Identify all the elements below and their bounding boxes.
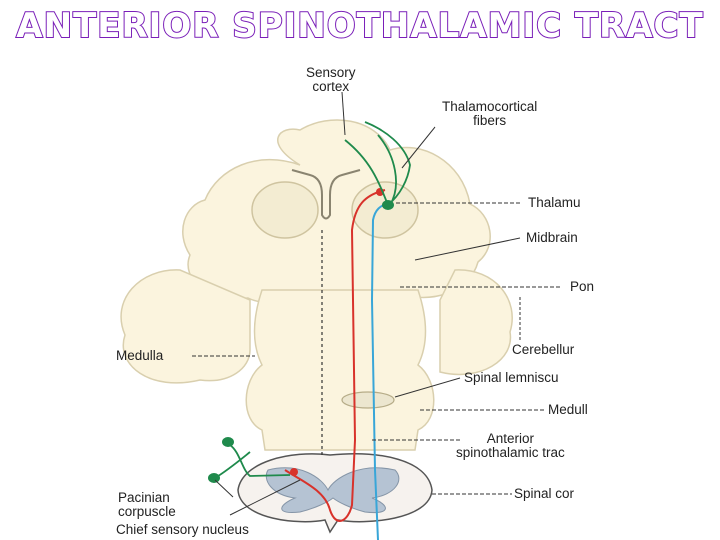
thalamic-green-neuron xyxy=(382,200,394,210)
label-cerebellum: Cerebellur xyxy=(512,342,575,357)
third-ventricle xyxy=(291,169,361,220)
cerebrum xyxy=(182,119,491,304)
label-sensory-cortex: Sensory cortex xyxy=(306,65,356,94)
label-medulla-left: Medulla xyxy=(116,348,164,363)
receptor-neuron-bottom xyxy=(208,473,220,483)
label-spinal-lemniscus: Spinal lemniscu xyxy=(464,370,559,385)
left-ventricle xyxy=(251,181,319,239)
label-pacinian-corpuscle: Pacinian corpuscle xyxy=(118,490,176,519)
label-medulla-right: Medull xyxy=(548,402,588,417)
red-neuron-cell xyxy=(290,468,298,476)
slide-title: ANTERIOR SPINOTHALAMIC TRACT xyxy=(15,5,704,47)
cerebellum-right xyxy=(439,269,513,376)
red-tract xyxy=(284,189,386,522)
receptor-neuron-top xyxy=(222,437,234,447)
spinal-lemniscus-oval xyxy=(341,391,395,409)
label-midbrain: Midbrain xyxy=(526,230,578,245)
label-thalamocortical-fibers: Thalamocortical fibers xyxy=(442,99,538,128)
thalamocortical-fibers xyxy=(344,121,411,206)
cerebellum xyxy=(120,269,251,384)
label-thalamus: Thalamu xyxy=(528,195,581,210)
label-anterior-spinothalamic-tract: Anterior spinothalamic trac xyxy=(456,431,565,460)
label-chief-sensory-nucleus: Chief sensory nucleus xyxy=(116,522,249,537)
leader-lines xyxy=(192,91,560,516)
label-spinal-cord: Spinal cor xyxy=(514,486,575,501)
label-pons: Pon xyxy=(570,279,595,294)
brainstem xyxy=(245,289,435,451)
